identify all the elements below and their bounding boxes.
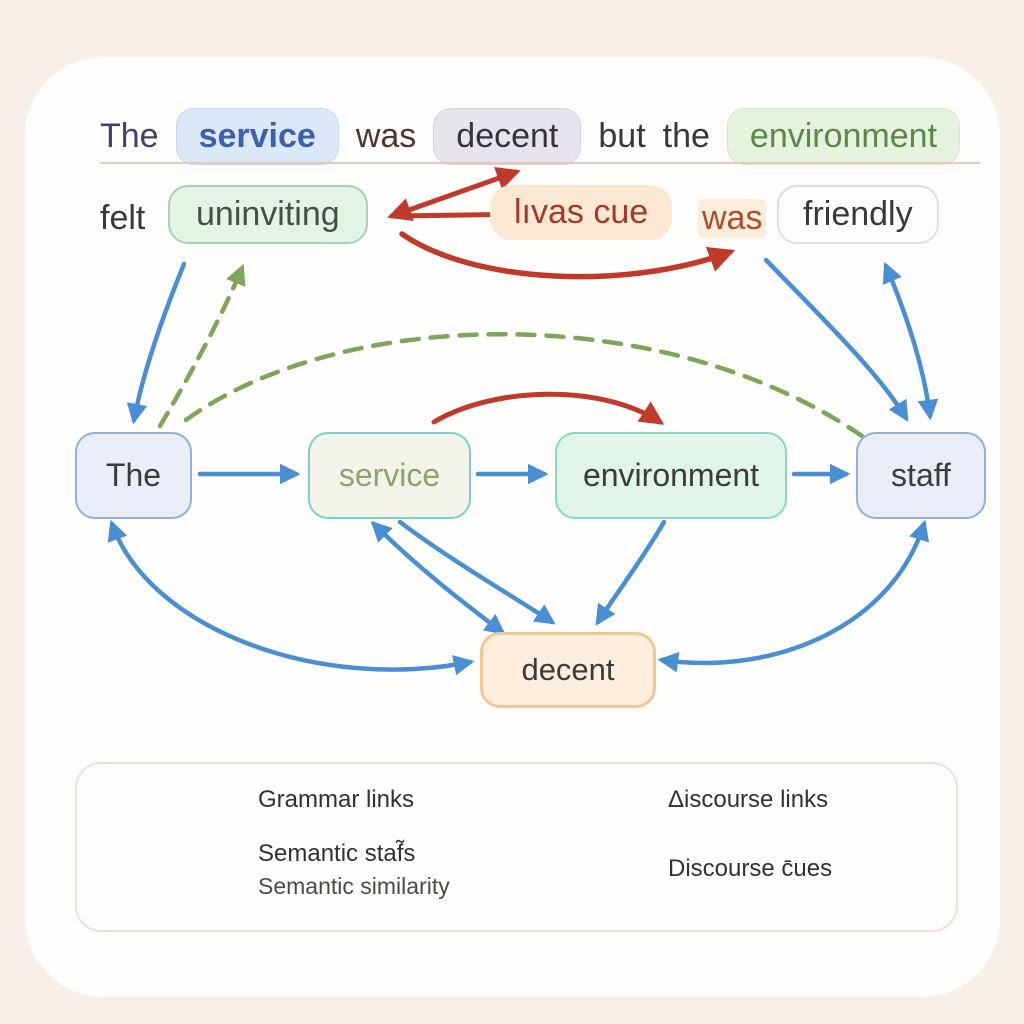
word-livas-cue-highlight: lıvas cue: [490, 185, 673, 240]
node-decent: decent: [480, 632, 656, 708]
word-environment-highlight: environment: [726, 108, 961, 165]
legend-label-discourse-cues: Discourse c̄ues: [668, 855, 833, 882]
word-was-1: was: [355, 117, 417, 155]
legend-sublabel-semantic-similarity: Semantic similarity: [258, 873, 450, 899]
legend-label-discourse-links: Δiscourse links: [668, 786, 829, 813]
legend-label-semantic-stafs: Semantic staf̃s: [258, 840, 416, 867]
legend-label-grammar-links: Grammar links: [258, 786, 415, 813]
sentence-line-1: The service was decent but the environme…: [100, 108, 961, 165]
semantic-link-the-to-uninviting: [157, 263, 246, 429]
discourse-under-arc-to-was: [399, 231, 736, 280]
grammar-link-staff-decent-arc: [657, 519, 930, 673]
word-but: but: [598, 117, 646, 155]
node-environment: environment: [555, 432, 787, 519]
grammar-link-felt-to-the: [126, 261, 187, 425]
discourse-arc-service-environment: [431, 391, 665, 425]
legend-box: [75, 762, 958, 932]
grammar-link-environment-to-decent: [595, 519, 667, 626]
grammar-link-service-decent-b: [397, 519, 556, 625]
word-the-2: the: [662, 117, 710, 155]
node-the: The: [75, 432, 192, 519]
word-the-1: The: [100, 117, 159, 155]
word-service-highlight: service: [175, 108, 339, 165]
grammar-link-service-decent-a: [370, 520, 506, 635]
word-decent-highlight: decent: [433, 108, 582, 165]
word-friendly-highlight: friendly: [777, 185, 939, 244]
node-service: service: [308, 432, 471, 519]
grammar-link-the-decent-arc: [107, 519, 475, 676]
sentence-underline: [100, 162, 980, 164]
word-was-2: was: [698, 199, 767, 238]
grammar-link-friendly-staff-two-way: [882, 261, 939, 421]
discourse-fork-upper: [387, 167, 521, 221]
node-staff: staff: [856, 432, 986, 519]
semantic-similarity-arc: [183, 332, 865, 439]
word-felt: felt: [100, 199, 146, 237]
word-uninviting-highlight: uninviting: [168, 185, 368, 244]
